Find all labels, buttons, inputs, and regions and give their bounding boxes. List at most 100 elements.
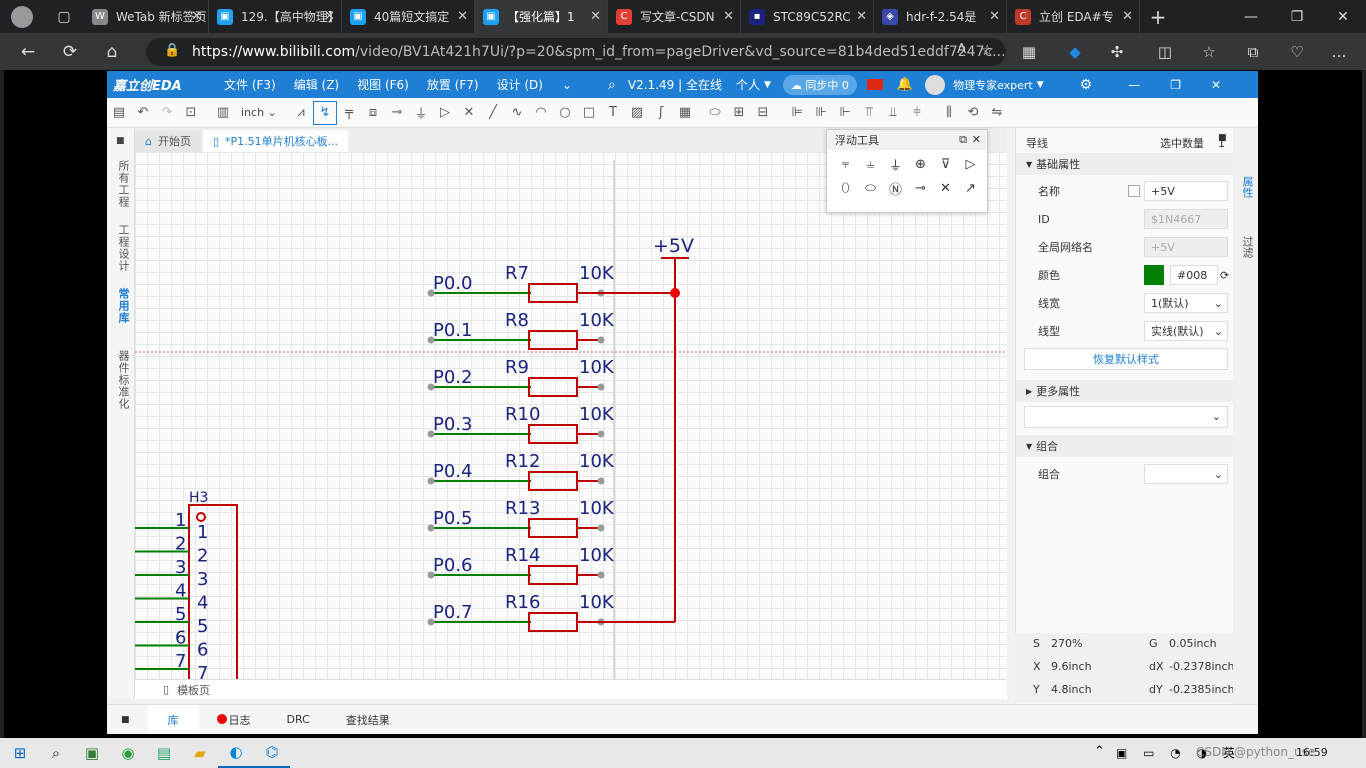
header-pin-number[interactable]: 3 [175, 557, 186, 578]
pin-endpoint[interactable] [597, 571, 605, 579]
resistor-designator[interactable]: R16 [505, 592, 540, 613]
left-tab[interactable]: 常用库 [117, 288, 130, 324]
resistor-designator[interactable]: R14 [505, 545, 540, 566]
align-center-icon[interactable]: ⊪ [815, 105, 827, 120]
resistor-body[interactable] [528, 283, 578, 303]
back-button[interactable]: ← [20, 41, 36, 62]
signal-ground-icon[interactable]: ⊽ [940, 156, 951, 172]
windows-start-icon[interactable]: ⊞ [13, 744, 27, 762]
panel-expand-icon[interactable]: ■ [1218, 133, 1227, 143]
more-props-select[interactable]: ⌄ [1024, 406, 1228, 428]
close-tab-icon[interactable]: ✕ [324, 9, 335, 24]
table-tool-icon[interactable]: ▦ [678, 105, 692, 120]
header-pin-number[interactable]: 7 [175, 651, 186, 672]
zoom-icon[interactable]: ⊡ [185, 105, 197, 120]
header-pin-number[interactable]: 6 [175, 628, 186, 649]
close-tab-icon[interactable]: ✕ [590, 9, 601, 24]
tab-actions-icon[interactable]: ▢ [57, 8, 71, 25]
color-swatch[interactable] [1144, 265, 1164, 285]
read-aloud-icon[interactable]: A [957, 42, 966, 57]
wire-endpoint[interactable] [427, 336, 435, 344]
menu-item[interactable]: 设计 (D) [496, 78, 543, 92]
resistor-body[interactable] [528, 424, 578, 444]
pin-endpoint[interactable] [597, 477, 605, 485]
basic-props-header[interactable]: ▼基础属性 [1016, 153, 1234, 175]
ground-icon[interactable]: ⏚ [888, 158, 902, 174]
header-pin-label[interactable]: 7 [197, 663, 208, 679]
close-tab-icon[interactable]: ✕ [856, 9, 867, 24]
browser-tab[interactable]: ▣129.【高中物理】✕ [209, 0, 342, 33]
resistor-designator[interactable]: R12 [505, 451, 540, 472]
resistor-value[interactable]: 10K [579, 263, 615, 284]
search-icon[interactable]: ⌕ [608, 76, 616, 93]
mask-tool-icon[interactable]: ⊞ [733, 105, 745, 120]
wire-icon[interactable]: ↗ [965, 180, 976, 196]
tab-template-page[interactable]: 模板页 [177, 683, 211, 697]
resistor-value[interactable]: 10K [579, 498, 615, 519]
file-explorer-icon[interactable]: ▰ [194, 744, 206, 762]
header-pin-number[interactable]: 2 [175, 534, 186, 555]
undo-icon[interactable]: ↶ [137, 105, 149, 120]
resistor-designator[interactable]: R10 [505, 404, 540, 425]
menu-item[interactable]: 编辑 (Z) [293, 78, 340, 92]
menu-item[interactable]: 文件 (F3) [224, 78, 276, 92]
tray-chevron-icon[interactable]: ⌃ [1094, 744, 1105, 759]
resistor-value[interactable]: 10K [579, 592, 615, 613]
net-label[interactable]: P0.2 [433, 367, 472, 388]
tab-library[interactable]: 库 [147, 704, 199, 734]
net-label[interactable]: P0.1 [433, 320, 472, 341]
app-minimize-button[interactable]: — [1128, 77, 1141, 92]
settings-gear-icon[interactable]: ⚙ [1079, 76, 1093, 93]
wire-endpoint[interactable] [427, 383, 435, 391]
avatar[interactable] [925, 74, 946, 95]
netlabel-tool-icon[interactable]: ⧈ [368, 105, 378, 120]
more-props-header[interactable]: ▶更多属性 [1016, 380, 1234, 402]
bidir-port-icon[interactable]: ⬯ [841, 180, 850, 196]
header-pin-number[interactable]: 1 [175, 510, 186, 531]
app-maximize-button[interactable]: ❐ [1170, 77, 1181, 92]
resistor-designator[interactable]: R8 [505, 310, 529, 331]
align-bottom-icon[interactable]: ⫩ [913, 105, 921, 120]
app-close-button[interactable]: ✕ [1211, 77, 1222, 92]
resistor-tool-icon[interactable]: ⩘ [297, 105, 305, 120]
tab-drc[interactable]: DRC [286, 713, 310, 726]
pin-endpoint[interactable] [597, 430, 605, 438]
tray-icons[interactable]: ▣ ▭ ◔ ◑ 英 [1116, 746, 1241, 760]
wire-endpoint[interactable] [427, 477, 435, 485]
wire-tool-icon[interactable]: ↯ [313, 100, 337, 125]
align-right-icon[interactable]: ⊩ [839, 105, 851, 120]
flip-icon[interactable]: ⇋ [991, 105, 1003, 120]
pin-endpoint[interactable] [597, 383, 605, 391]
resistor-value[interactable]: 10K [579, 404, 615, 425]
property-value[interactable]: #008 [1170, 265, 1218, 285]
tab-properties[interactable]: 属性 [1241, 176, 1254, 198]
menu-item[interactable]: 视图 (F6) [357, 78, 409, 92]
resistor-value[interactable]: 10K [579, 310, 615, 331]
search-icon[interactable]: ⌕ [51, 744, 61, 762]
resistor-body[interactable] [528, 471, 578, 491]
property-value[interactable]: +5V [1144, 181, 1228, 201]
checkbox[interactable] [1128, 185, 1140, 197]
group-header[interactable]: ▼组合 [1016, 435, 1234, 457]
pycharm-icon[interactable]: ▤ [156, 744, 172, 762]
sync-button[interactable]: ☁ 同步中 0 [782, 74, 857, 95]
net-label[interactable]: P0.5 [433, 508, 472, 529]
home-button[interactable]: ⌂ [106, 41, 118, 62]
arc-tool-icon[interactable]: ◠ [535, 105, 547, 120]
block-tool-icon[interactable]: ⊟ [757, 105, 769, 120]
power-icon[interactable]: ⫨ [866, 156, 875, 172]
noconnect-icon[interactable]: ✕ [940, 180, 951, 196]
close-tab-icon[interactable]: ✕ [989, 9, 1000, 24]
junction-dot[interactable] [670, 288, 680, 298]
tab-filter[interactable]: 过滤 [1241, 236, 1254, 258]
refresh-color-icon[interactable]: ⟳ [1220, 268, 1230, 282]
close-window-button[interactable]: ✕ [1337, 8, 1349, 25]
wire-endpoint[interactable] [427, 571, 435, 579]
net-label[interactable]: P0.0 [433, 273, 472, 294]
clock[interactable]: 16:59 [1296, 746, 1328, 759]
junction-icon[interactable]: ⊸ [915, 180, 926, 196]
resistor-body[interactable] [528, 612, 578, 632]
